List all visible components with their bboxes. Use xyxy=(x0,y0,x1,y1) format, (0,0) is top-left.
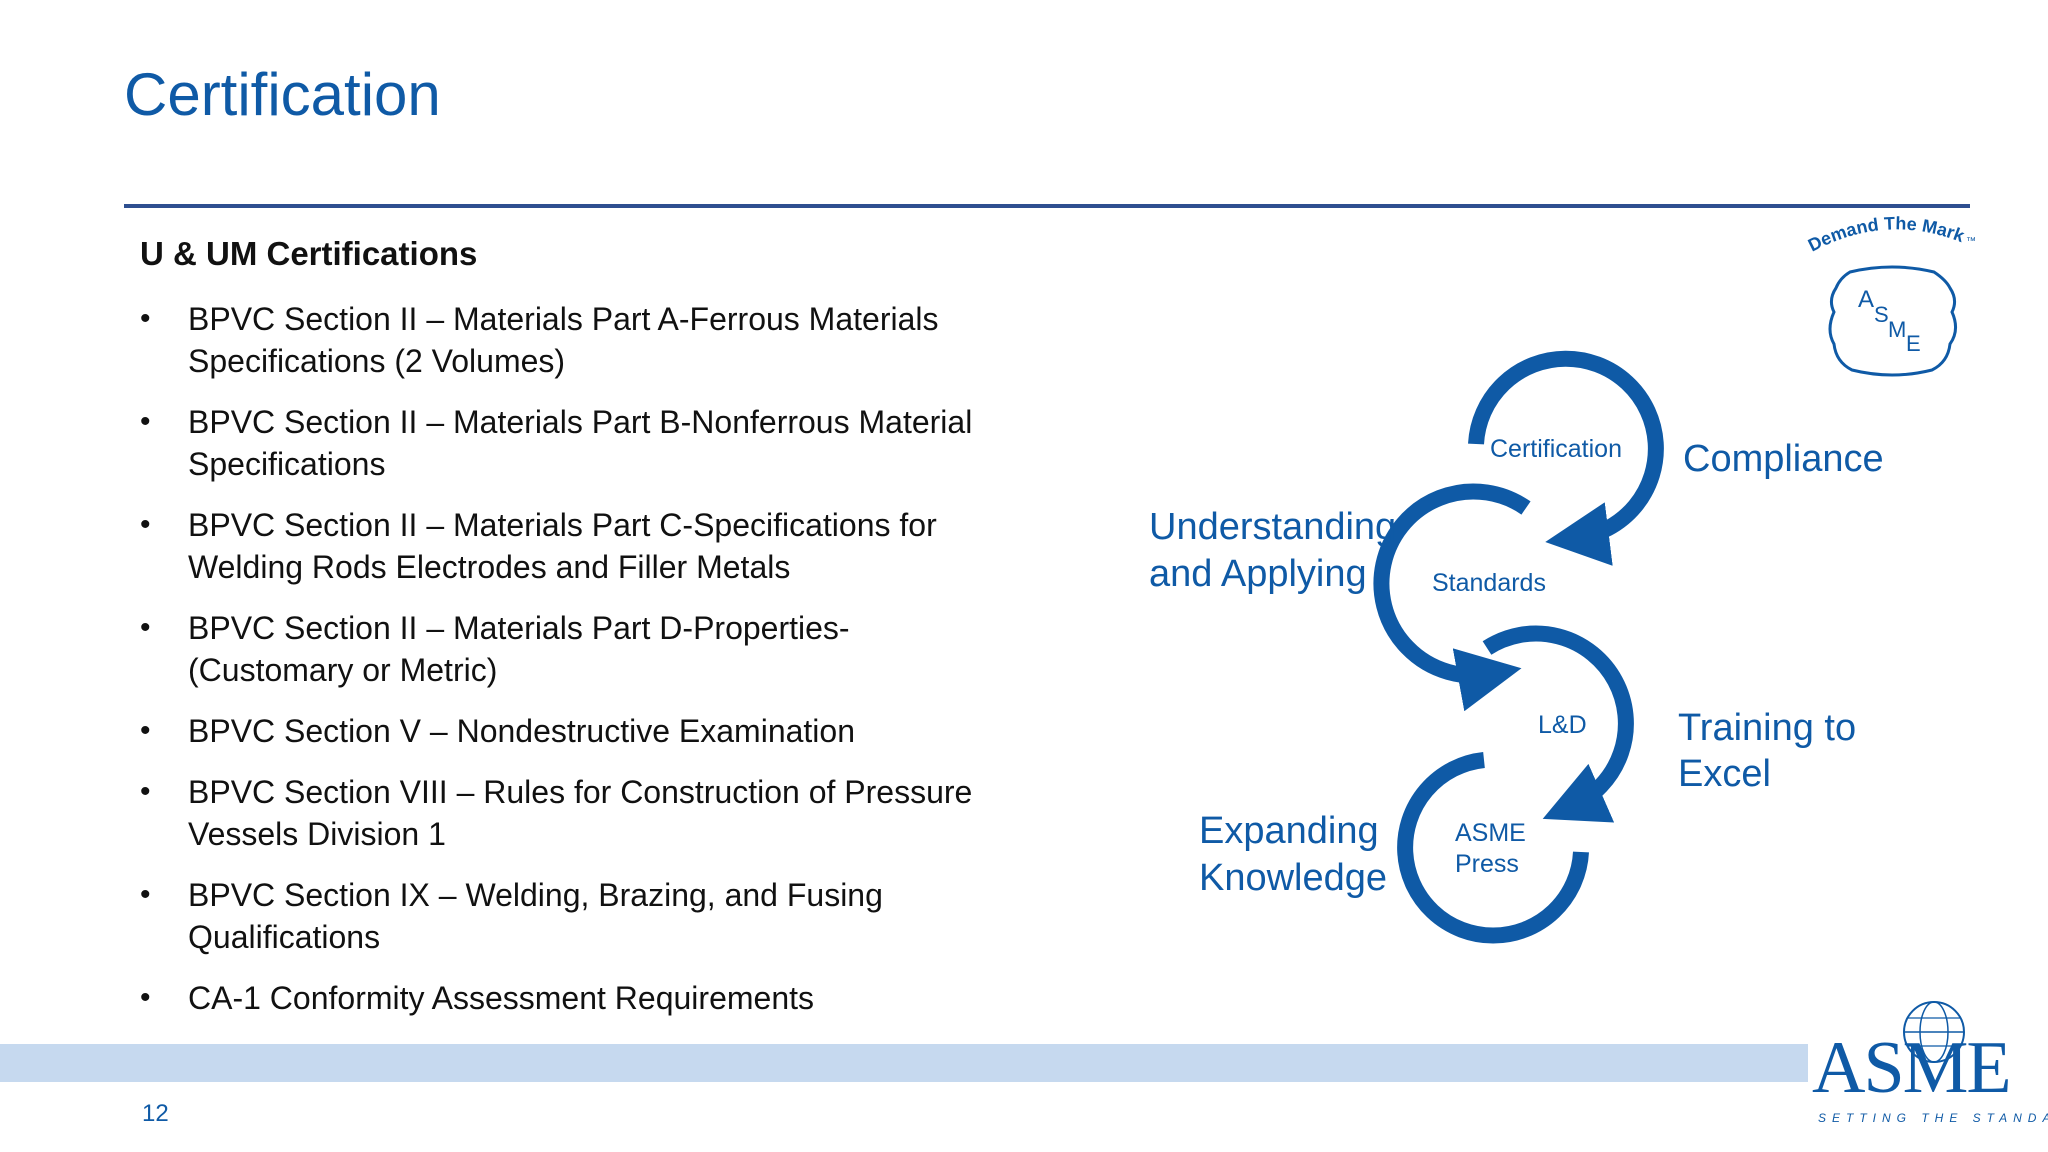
list-item: • BPVC Section V – Nondestructive Examina… xyxy=(140,710,1070,752)
outcome-expanding-line2: Knowledge xyxy=(1199,857,1387,899)
loop-certification: Certification xyxy=(1468,350,1664,566)
cycle-loop-icon xyxy=(1397,752,1589,944)
bullet-text-cont: Vessels Division 1 xyxy=(188,816,446,852)
outcome-training-line1: Training to xyxy=(1678,707,1856,749)
bullet-text: BPVC Section II – Materials Part D-Prope… xyxy=(188,610,850,646)
bullet-text-cont: Specifications (2 Volumes) xyxy=(188,343,566,379)
bullet-list: • BPVC Section II – Materials Part A-Ferr… xyxy=(140,298,1070,1019)
demand-the-mark-badge: Demand The Mark ™ A S M E xyxy=(1805,213,1976,377)
content-panel: U & UM Certifications • BPVC Section II –… xyxy=(140,230,1070,1038)
bullet-text-cont: Welding Rods Electrodes and Filler Metal… xyxy=(188,549,791,585)
footer-band xyxy=(0,1044,1808,1082)
bullet-icon: • xyxy=(140,508,151,541)
list-item: • BPVC Section II – Materials Part D-Prop… xyxy=(140,607,1070,691)
list-item: • BPVC Section II – Materials Part A-Ferr… xyxy=(140,298,1070,382)
bullet-icon: • xyxy=(140,302,151,335)
loop-label-asme: ASME xyxy=(1455,819,1526,847)
loop-standards: Standards xyxy=(1373,483,1546,712)
outcome-understanding-line2: and Applying xyxy=(1149,553,1367,595)
list-item: • BPVC Section II – Materials Part B-Nonf… xyxy=(140,401,1070,485)
outcome-understanding-line1: Understanding xyxy=(1149,506,1396,548)
badge-arc-text: Demand The Mark xyxy=(1805,213,1968,255)
bullet-text-cont: Specifications xyxy=(188,446,386,482)
cycle-arrow-icon xyxy=(1482,625,1634,823)
badge-arc-path-text: Demand The Mark xyxy=(1805,213,1968,255)
loop-label-press: Press xyxy=(1455,850,1519,878)
bullet-text: BPVC Section II – Materials Part C-Speci… xyxy=(188,507,937,543)
list-item: • BPVC Section II – Materials Part C-Spec… xyxy=(140,504,1070,588)
badge-frame-icon xyxy=(1828,265,1957,377)
bullet-text: CA-1 Conformity Assessment Requirements xyxy=(188,980,814,1016)
bullet-icon: • xyxy=(140,775,151,808)
title-divider xyxy=(124,204,1970,208)
slide-title: Certification xyxy=(124,61,441,128)
bullet-text: BPVC Section II – Materials Part A-Ferro… xyxy=(188,301,939,337)
loop-label-standards: Standards xyxy=(1432,569,1546,597)
bullet-icon: • xyxy=(140,405,151,438)
bullet-text: BPVC Section VIII – Rules for Constructi… xyxy=(188,774,973,810)
badge-letter-s: S xyxy=(1874,302,1889,327)
bullet-icon: • xyxy=(140,611,151,644)
bullet-text: BPVC Section V – Nondestructive Examinat… xyxy=(188,713,855,749)
bullet-text-cont: Qualifications xyxy=(188,919,381,955)
bullet-text-cont: (Customary or Metric) xyxy=(188,652,498,688)
cycle-arrow-icon xyxy=(1468,350,1664,566)
list-item: • BPVC Section IX – Welding, Brazing, and… xyxy=(140,874,1070,958)
page-number: 12 xyxy=(142,1100,169,1127)
loop-ld: L&D xyxy=(1482,625,1634,823)
bullet-text: BPVC Section II – Materials Part B-Nonfe… xyxy=(188,404,973,440)
badge-letter-m: M xyxy=(1888,317,1906,342)
badge-letter-a: A xyxy=(1858,286,1874,313)
section-heading: U & UM Certifications xyxy=(140,235,478,272)
cycle-arrow-icon xyxy=(1373,483,1531,712)
bullet-text: BPVC Section IX – Welding, Brazing, and … xyxy=(188,877,883,913)
list-item: • BPVC Section VIII – Rules for Construct… xyxy=(140,771,1070,855)
loop-label-certification: Certification xyxy=(1490,435,1622,463)
globe-icon xyxy=(1903,1001,1965,1063)
logo-wordmark: ASME xyxy=(1812,1027,2010,1109)
bullet-icon: • xyxy=(140,981,151,1014)
outcome-compliance: Compliance xyxy=(1683,438,1884,480)
list-item: • CA-1 Conformity Assessment Requirements xyxy=(140,977,1070,1019)
badge-letter-e: E xyxy=(1906,331,1921,356)
asme-logo: ASME SETTING THE STANDARD xyxy=(1812,1001,2048,1125)
bullet-icon: • xyxy=(140,714,151,747)
outcome-expanding-line1: Expanding xyxy=(1199,810,1379,852)
bullet-icon: • xyxy=(140,878,151,911)
logo-tagline: SETTING THE STANDARD xyxy=(1818,1111,2048,1125)
loop-label-ld: L&D xyxy=(1538,711,1587,739)
outcome-training-line2: Excel xyxy=(1678,753,1771,795)
loop-asme-press: ASME Press xyxy=(1397,752,1589,944)
badge-tm: ™ xyxy=(1966,236,1976,247)
